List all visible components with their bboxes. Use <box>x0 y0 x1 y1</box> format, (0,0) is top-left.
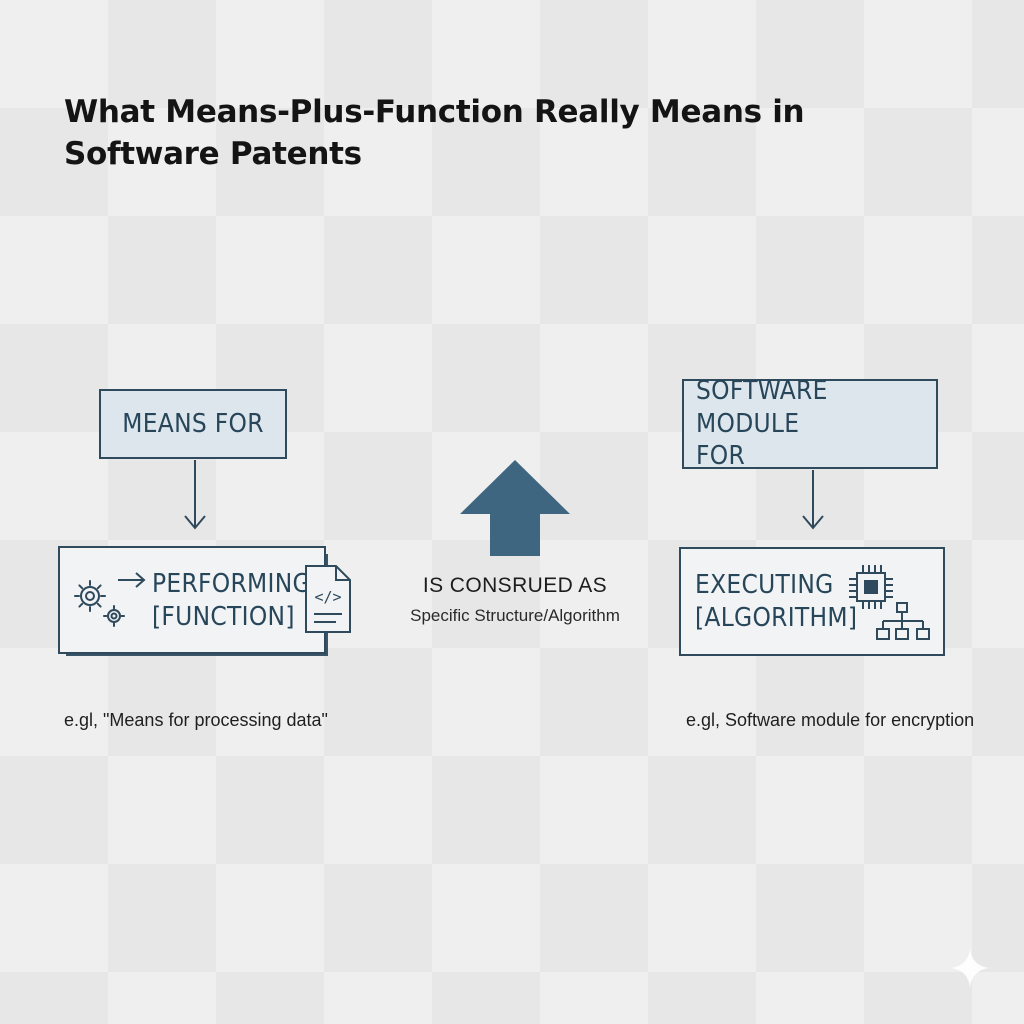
flowchart-icon <box>871 601 935 647</box>
right-down-connector <box>798 468 828 536</box>
executing-algorithm-label: EXECUTING [ALGORITHM] <box>695 569 857 634</box>
means-for-label: MEANS FOR <box>122 408 264 441</box>
software-module-box: SOFTWARE MODULE FOR <box>682 379 938 469</box>
right-example-caption: e.gl, Software module for encryption <box>686 710 974 731</box>
sparkle-icon <box>948 946 992 990</box>
executing-algorithm-box: EXECUTING [ALGORITHM] <box>679 547 945 656</box>
left-example-caption: e.gl, "Means for processing data" <box>64 710 328 731</box>
up-arrow-icon <box>460 460 570 556</box>
construed-as-label: IS CONSRUED AS <box>380 574 650 598</box>
code-file-icon: </> <box>300 562 356 638</box>
svg-text:</>: </> <box>314 588 341 606</box>
left-down-connector <box>180 458 210 538</box>
construed-as-group: IS CONSRUED AS Specific Structure/Algori… <box>380 574 650 626</box>
specific-structure-label: Specific Structure/Algorithm <box>380 606 650 626</box>
performing-function-box: PERFORMING [FUNCTION] </> <box>58 546 326 654</box>
performing-function-label: PERFORMING [FUNCTION] <box>152 568 311 633</box>
means-for-box: MEANS FOR <box>99 389 287 459</box>
software-module-label: SOFTWARE MODULE FOR <box>696 375 936 473</box>
diagram-title: What Means-Plus-Function Really Means in… <box>64 92 824 176</box>
right-arrow-icon <box>116 570 148 590</box>
